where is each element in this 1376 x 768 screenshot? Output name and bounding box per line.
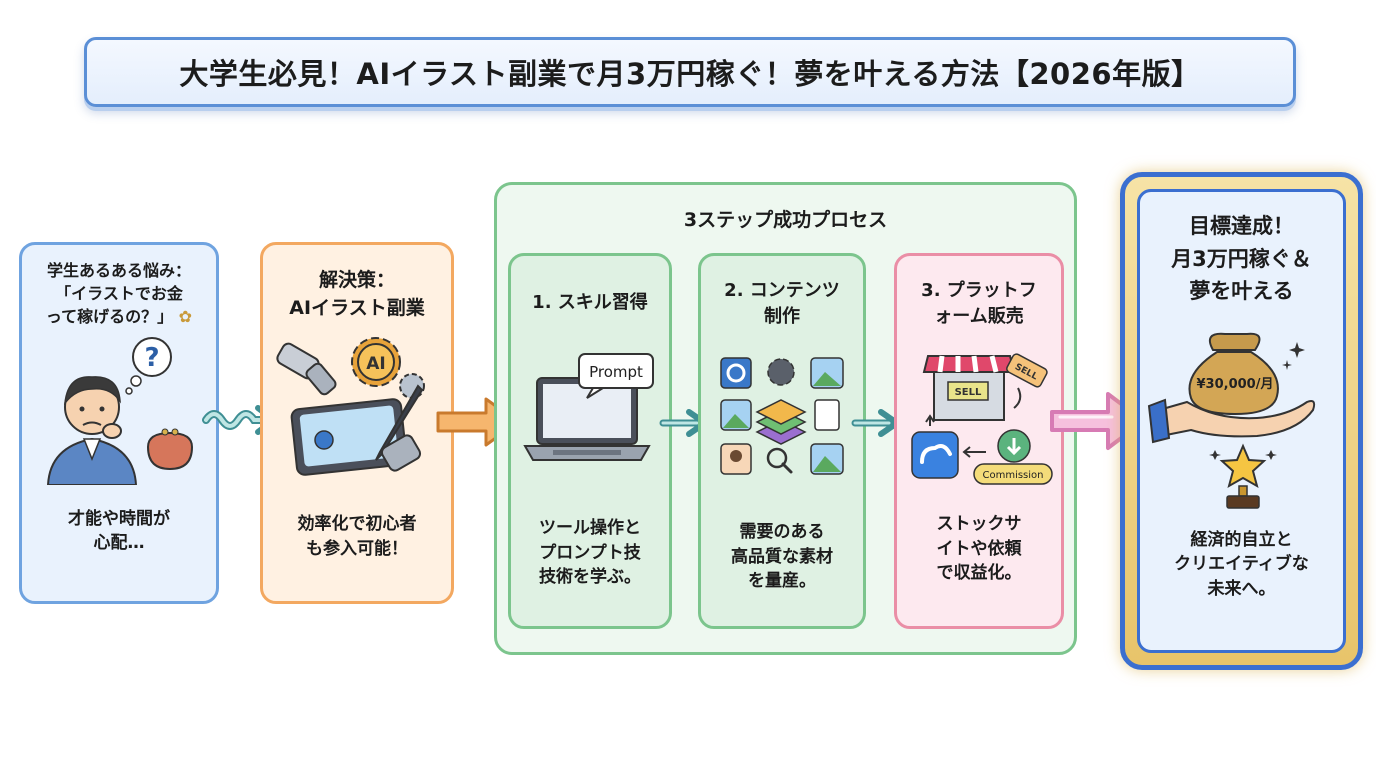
stylus-icon <box>375 384 424 472</box>
solution-head-line2: AIイラスト副業 <box>289 296 425 319</box>
worry-head-line1: 学生あるある悩み： <box>46 261 191 280</box>
goal-card: 目標達成！ 月3万円稼ぐ＆ 夢を叶える ¥30,000/月 <box>1120 172 1363 670</box>
page-title: 大学生必見！AIイラスト副業で月3万円稼ぐ！夢を叶える方法【2026年版】 <box>179 57 1201 91</box>
worry-head-line3: って稼げるの？」 <box>45 307 174 327</box>
money-bag-icon: ✿ <box>173 307 193 327</box>
gear-tile-icon <box>720 357 752 389</box>
step1-body-line1: ツール操作と <box>539 518 641 539</box>
shop-icon: SELL <box>922 355 1016 422</box>
goal-head-line3: 夢を叶える <box>1189 279 1294 304</box>
step1-body-line3: 技術を学ぶ。 <box>539 567 641 588</box>
cloud-upload-icon <box>911 431 959 479</box>
goal-head-line2: 月3万円稼ぐ＆ <box>1171 246 1312 271</box>
step3-head-line2: ォーム販売 <box>934 306 1024 328</box>
worry-body-line1: 才能や時間が <box>68 508 170 529</box>
step1-body-line2: プロンプト技 <box>539 542 641 563</box>
ai-gear-icon: AI <box>351 337 425 400</box>
student-icon <box>46 375 138 485</box>
sell-label: SELL <box>955 387 982 398</box>
step-card-2: 2. コンテンツ 制作 需要のある 高品質な素材 を量産。 <box>698 253 866 629</box>
step3-body-line3: で収益化。 <box>936 563 1022 584</box>
magnifier-icon <box>766 447 788 469</box>
step2-head-line2: 制作 <box>763 306 800 328</box>
goal-card-inner: 目標達成！ 月3万円稼ぐ＆ 夢を叶える ¥30,000/月 <box>1137 189 1346 653</box>
step2-body-line3: を量産。 <box>748 571 816 592</box>
money-trophy-illustration: ¥30,000/月 <box>1147 332 1315 509</box>
goal-body-line1: 経済的自立と <box>1190 529 1293 550</box>
commission-badge: Commission <box>973 463 1053 485</box>
solution-body-line1: 効率化で初心者 <box>297 514 417 535</box>
goal-amount: ¥30,000/月 <box>1196 377 1273 392</box>
commission-label: Commission <box>982 470 1043 481</box>
step2-body-line2: 高品質な素材 <box>731 546 833 567</box>
goal-body-line2: クリエイティブな <box>1174 554 1309 575</box>
process-title: 3ステップ成功プロセス <box>683 209 888 231</box>
worried-student-illustration: ? <box>46 336 194 485</box>
step1-head-line1: 1. スキル習得 <box>532 292 648 313</box>
price-tag-icon: SELL <box>1006 353 1048 388</box>
worry-body-line2: 心配… <box>93 533 145 554</box>
content-grid-illustration <box>720 357 844 475</box>
solution-card: 解決策： AIイラスト副業 AI 効率化で初心者 も参入可能！ <box>260 242 454 604</box>
solution-head-line1: 解決策： <box>318 269 395 291</box>
layers-icon <box>755 399 807 446</box>
step2-body-line1: 需要のある <box>739 522 825 543</box>
step3-body-line1: ストックサ <box>936 514 1022 535</box>
step2-head-line1: 2. コンテンツ <box>724 280 840 301</box>
document-icon <box>814 399 840 431</box>
prompt-label: Prompt <box>589 363 643 381</box>
question-bubble-icon: ? <box>125 336 172 395</box>
money-bag-large-icon: ¥30,000/月 <box>1188 332 1279 415</box>
trophy-star-icon <box>1208 443 1277 509</box>
ai-gear-label: AI <box>366 354 385 374</box>
solution-body-line2: も参入可能！ <box>306 538 408 559</box>
worry-card: 学生あるある悩み： 「イラストでお金 って稼げるの？」 ✿ ? <box>19 242 219 604</box>
worry-head-line2: 「イラストでお金 <box>55 284 183 304</box>
prompt-bubble-icon: Prompt <box>578 353 654 399</box>
step3-body-line2: イトや依頼 <box>936 538 1022 559</box>
step-card-1: 1. スキル習得 Prompt ツール操作と プロンプト技 技術を学ぶ。 <box>508 253 672 629</box>
gear-icon <box>767 358 795 386</box>
cloud-download-icon <box>997 429 1031 463</box>
goal-body-line3: 未来へ。 <box>1207 578 1276 599</box>
step3-head-line1: 3. プラットフ <box>921 280 1037 301</box>
purse-icon <box>146 428 194 470</box>
goal-head-line1: 目標達成！ <box>1189 214 1294 238</box>
laptop-prompt-illustration: Prompt <box>523 353 654 462</box>
open-hand-icon <box>1147 398 1315 443</box>
shop-commission-illustration: SELL SELL Commission <box>911 353 1053 485</box>
svg-text:?: ? <box>144 343 159 373</box>
ai-robot-drawing-illustration: AI <box>276 337 425 476</box>
title-banner: 大学生必見！AIイラスト副業で月3万円稼ぐ！夢を叶える方法【2026年版】 <box>84 37 1296 107</box>
laptop-icon <box>523 377 651 462</box>
robot-hand-icon <box>276 342 337 396</box>
step-card-3: 3. プラットフ ォーム販売 SELL SELL Commission <box>894 253 1064 629</box>
